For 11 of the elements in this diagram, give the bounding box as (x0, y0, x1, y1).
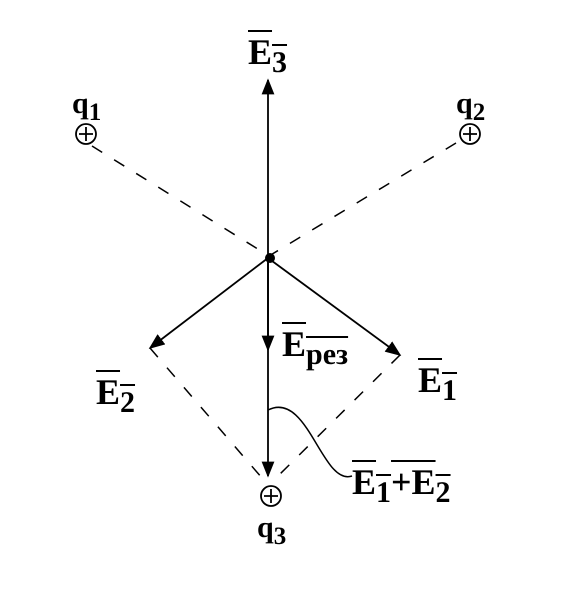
vector-label: E$_{3}$ (248, 31, 288, 82)
charge-label: q$_{3}$ (257, 512, 286, 552)
vector-label: E$_{1}$ (418, 359, 458, 410)
charge-label: q$_{1}$ (72, 88, 102, 128)
vector-label: E$_{2}$ (96, 371, 136, 422)
leader-line (268, 406, 352, 478)
vector-label: E$_{1}$+E$_{2}$ (352, 461, 451, 512)
point (265, 253, 275, 263)
charge-label: q$_{2}$ (456, 88, 486, 128)
dashed-line (268, 142, 456, 257)
vector-label: E$_{рез}$ (282, 323, 348, 374)
